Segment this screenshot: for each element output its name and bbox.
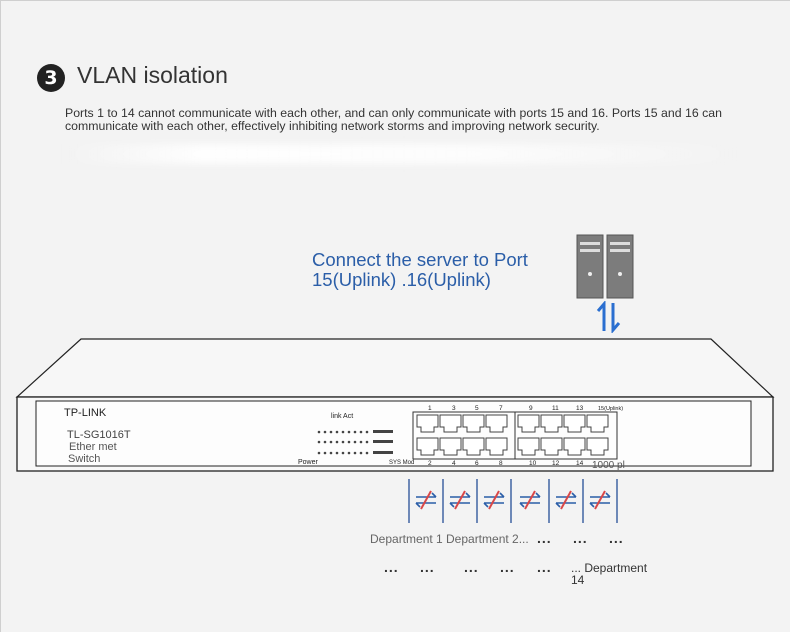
section-title: VLAN isolation (77, 62, 228, 88)
switch-icon: TP-LINK TL-SG1016T Ether met Switch link… (15, 338, 775, 472)
blocked-slash (524, 490, 536, 510)
port-icon (462, 437, 485, 456)
server-callout-line1: Connect the server to Port (312, 249, 528, 270)
faded-text-band (65, 144, 745, 164)
svg-text:8: 8 (499, 460, 503, 467)
server-callout: Connect the server to Port 15(Uplink) .1… (312, 250, 528, 290)
svg-text:7: 7 (499, 405, 503, 412)
link-arrows-icon (449, 502, 470, 508)
blocked-slash (488, 490, 500, 510)
svg-text:10: 10 (529, 460, 537, 467)
port-icon (586, 414, 609, 433)
port-icon (563, 414, 586, 433)
server-icon (576, 234, 634, 299)
ellipsis-1: ... (537, 530, 552, 546)
link-arrows-icon (589, 502, 610, 508)
link-arrows-icon (483, 502, 504, 508)
switch-type-line1: Ether met (69, 441, 117, 453)
bottom-port-numbers: 2 4 6 8 10 12 14 (428, 460, 584, 467)
svg-text:5: 5 (475, 405, 479, 412)
blocked-slash (420, 490, 432, 510)
svg-text:14: 14 (576, 460, 584, 467)
ellipsis-8: ... (537, 559, 552, 575)
ellipsis-3: ... (609, 530, 624, 546)
svg-text:11: 11 (552, 405, 559, 412)
port-icon (462, 414, 485, 433)
updown-arrows-icon (596, 301, 621, 333)
svg-text:6: 6 (475, 460, 479, 467)
ellipsis-4: ... (384, 559, 399, 575)
port-icon (439, 414, 462, 433)
step-number-badge: 3 (37, 64, 65, 92)
sys-mode-label: SYS Mod (389, 460, 414, 466)
svg-text:13: 13 (576, 405, 584, 412)
link-arrows-icon (555, 502, 576, 508)
svg-text:15(Uplink): 15(Uplink) (598, 406, 623, 412)
port-icon (540, 414, 563, 433)
svg-text:4: 4 (452, 460, 456, 467)
port-icon (485, 437, 508, 456)
port-icon (563, 437, 586, 456)
switch-type-line2: Switch (68, 453, 100, 465)
switch-brand: TP-LINK (64, 407, 107, 419)
ellipsis-7: ... (500, 559, 515, 575)
port-icon (416, 437, 439, 456)
port-icon (586, 437, 609, 456)
department-14-number: 14 (571, 573, 585, 587)
link-arrows-icon (520, 492, 541, 498)
server-callout-line2: 15(Uplink) .16(Uplink) (312, 269, 491, 290)
port-icon (485, 414, 508, 433)
link-arrows-icon (519, 502, 540, 508)
department-14-prefix: ... Department (571, 561, 648, 575)
svg-text:2: 2 (428, 460, 432, 467)
svg-text:9: 9 (529, 405, 533, 412)
port-icon (517, 437, 540, 456)
speed-note: 1000 pl (592, 460, 625, 471)
link-arrows (408, 479, 618, 523)
link-arrows-icon (484, 492, 505, 498)
port-icon (517, 414, 540, 433)
led-header: link Act (331, 413, 353, 420)
ellipsis-6: ... (464, 559, 479, 575)
svg-text:12: 12 (552, 460, 560, 467)
section-description: Ports 1 to 14 cannot communicate with ea… (65, 106, 722, 133)
led-indicators (317, 430, 393, 455)
ellipsis-2: ... (573, 530, 588, 546)
link-arrows-icon (590, 492, 611, 498)
svg-text:3: 3 (452, 405, 456, 412)
link-arrows-icon (415, 502, 436, 508)
ellipsis-5: ... (420, 559, 435, 575)
department-1-label: Department 1 (370, 532, 443, 546)
power-label: Power (298, 459, 319, 466)
department-2-label: Department 2... (446, 532, 529, 546)
link-arrows-icon (416, 492, 437, 498)
port-icon (416, 414, 439, 433)
switch-model: TL-SG1016T (67, 429, 131, 441)
link-arrows-icon (450, 492, 471, 498)
link-arrows-icon (556, 492, 577, 498)
blocked-slash (454, 490, 466, 510)
top-port-numbers: 1 3 5 7 9 11 13 15(Uplink) (428, 405, 623, 412)
blocked-slash (560, 490, 572, 510)
switch-ports (416, 414, 609, 456)
blocked-slash (594, 490, 606, 510)
port-icon (439, 437, 462, 456)
department-14-label: ... Department 14 (571, 562, 647, 586)
port-icon (540, 437, 563, 456)
svg-text:1: 1 (428, 405, 432, 412)
